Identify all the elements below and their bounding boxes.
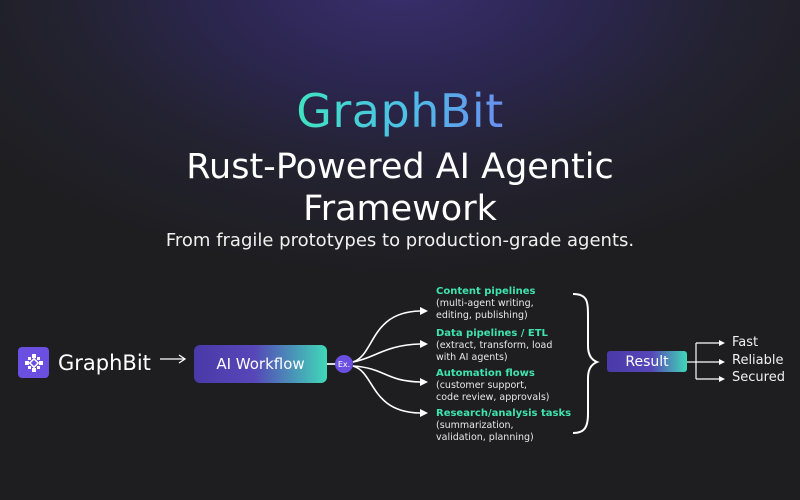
graphbit-logo: GraphBit (18, 347, 151, 378)
use-case-title: Data pipelines / ETL (436, 328, 548, 339)
use-case-desc: with AI agents) (436, 351, 508, 363)
use-case-data-pipelines: Data pipelines / ETL (extract, transform… (436, 327, 586, 363)
use-case-desc: editing, publishing) (436, 309, 528, 321)
headline: Rust-Powered AI Agentic Framework (0, 146, 800, 230)
outcome-reliable: Reliable (732, 353, 784, 368)
ai-workflow-box: AI Workflow (194, 345, 327, 383)
subtitle: From fragile prototypes to production-gr… (165, 230, 635, 251)
examples-badge: Ex. (335, 355, 353, 373)
use-case-desc: (multi-agent writing, (436, 298, 534, 309)
use-case-title: Automation flows (436, 368, 535, 379)
use-case-desc: (summarization, (436, 420, 514, 431)
result-box: Result (607, 351, 687, 372)
graphbit-logo-icon (18, 347, 49, 378)
use-case-content-pipelines: Content pipelines (multi-agent writing, … (436, 285, 586, 321)
use-case-desc: (customer support, (436, 380, 527, 391)
use-case-desc: (extract, transform, load (436, 340, 553, 351)
use-case-research-tasks: Research/analysis tasks (summarization, … (436, 407, 586, 443)
use-case-title: Research/analysis tasks (436, 408, 572, 419)
use-case-desc: validation, planning) (436, 431, 534, 443)
brand-title: GraphBit (296, 84, 504, 138)
outcome-secured: Secured (732, 370, 785, 385)
use-case-automation-flows: Automation flows (customer support, code… (436, 367, 586, 403)
headline-line-1: Rust-Powered AI Agentic (186, 147, 614, 187)
use-case-title: Content pipelines (436, 286, 536, 297)
outcome-fast: Fast (732, 335, 759, 350)
arrow-right-icon (160, 354, 187, 364)
workflow-connector (327, 363, 336, 365)
headline-line-2: Framework (303, 189, 497, 229)
logo-label: GraphBit (58, 350, 151, 375)
use-case-desc: code review, approvals) (436, 391, 550, 403)
